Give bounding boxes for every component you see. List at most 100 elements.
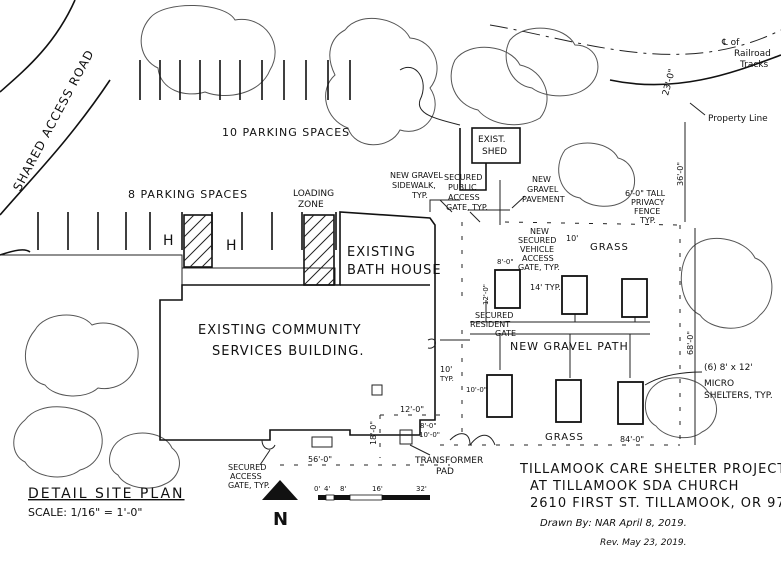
scale-bar: 0' 4' 8' 16' 32'	[314, 485, 430, 501]
property-line-label: Property Line	[708, 114, 768, 124]
tree	[25, 314, 139, 397]
tree	[109, 432, 180, 489]
micro-shelter	[617, 381, 644, 425]
scale-tick: 0'	[314, 485, 320, 493]
privacy-fence-label: PRIVACY	[631, 198, 664, 207]
gravel-sidewalk-label: TYP.	[411, 191, 428, 200]
shed-label: EXIST.	[478, 135, 506, 145]
dimension: 12'-0"	[400, 405, 424, 414]
gravel-pavement-label: PAVEMENT	[522, 195, 565, 204]
handicap-mark: H	[226, 238, 237, 254]
loading-zone-label: LOADING	[293, 189, 334, 199]
dimension: 10'	[566, 234, 578, 243]
revision: Rev. May 23, 2019.	[600, 538, 687, 548]
existing-shed: EXIST. SHED	[459, 127, 521, 191]
tree	[450, 46, 548, 126]
dimension: 10'-0"	[419, 431, 440, 439]
vehicle-gate-label: VEHICLE	[520, 245, 554, 254]
secured-gate-label: GATE, TYP.	[228, 481, 270, 490]
annotations: NEW GRAVEL SIDEWALK, TYP. SECURED PUBLIC…	[228, 171, 773, 490]
micro-shelters	[486, 269, 648, 425]
public-gate-label: SECURED	[444, 173, 482, 182]
dimension: 84'-0"	[620, 435, 644, 444]
tree	[558, 142, 636, 207]
micro-shelter	[621, 278, 648, 318]
scale-tick: 8'	[340, 485, 346, 493]
plan-scale: SCALE: 1/16" = 1'-0"	[28, 506, 143, 519]
vehicle-gate-label: NEW	[530, 227, 549, 236]
shed-label: SHED	[482, 147, 507, 157]
project-title: TILLAMOOK CARE SHELTER PROJECT	[519, 462, 781, 477]
railroad-label: Railroad	[734, 49, 771, 59]
privacy-fence-label: TYP.	[639, 216, 656, 225]
dimension: 14' TYP.	[530, 283, 561, 292]
resident-gate-label: RESIDENT	[470, 320, 510, 329]
tree	[505, 27, 599, 97]
parking-10-label: 10 PARKING SPACES	[222, 126, 350, 139]
dimension: 8'-0"	[497, 258, 514, 266]
parking-lot-top: 10 PARKING SPACES	[139, 60, 461, 139]
dimension: 18'-0"	[369, 421, 378, 445]
dimension: 10'	[440, 365, 452, 374]
gravel-sidewalk-label: SIDEWALK,	[392, 181, 436, 190]
grass-label: GRASS	[545, 432, 584, 443]
micro-shelters-label: (6) 8' x 12'	[704, 363, 753, 373]
resident-gate-label: GATE	[495, 329, 516, 338]
gravel-pavement-label: GRAVEL	[527, 185, 559, 194]
resident-gate-label: SECURED	[475, 311, 513, 320]
transformer-label: TRANSFORMER	[414, 456, 483, 466]
public-gate-label: ACCESS	[448, 193, 480, 202]
community-services-building	[159, 211, 436, 441]
transformer-label: PAD	[436, 467, 454, 477]
trees	[13, 4, 773, 489]
dimensions: 36'-0" 68'-0" 84'-0" 56'-0" 10' 18'-0" 1…	[308, 122, 696, 464]
bath-house-label: EXISTING	[347, 245, 416, 260]
railroad-and-property-line: ℄ of Railroad Tracks 23'-0" Property Lin…	[489, 24, 781, 124]
gravel-sidewalk-label: NEW GRAVEL	[390, 171, 443, 180]
vehicle-gate-label: SECURED	[518, 236, 556, 245]
parking-lot-8: 8 PARKING SPACES LOADING ZONE H H	[0, 188, 337, 286]
railroad-label: Tracks	[739, 60, 769, 70]
micro-shelter	[555, 379, 582, 423]
north-arrow: N	[262, 480, 298, 530]
public-gate-label: GATE, TYP.	[446, 203, 488, 212]
dimension: 56'-0"	[308, 455, 332, 464]
project-subtitle: AT TILLAMOOK SDA CHURCH	[530, 479, 739, 494]
tree	[325, 17, 438, 146]
scale-tick: 32'	[416, 485, 427, 493]
privacy-fence-label: 6'-0" TALL	[625, 189, 666, 198]
micro-shelters-label: MICRO	[704, 379, 734, 389]
micro-shelter	[486, 374, 513, 418]
fences	[280, 221, 681, 466]
tree	[680, 237, 773, 329]
gravel-path-label: NEW GRAVEL PATH	[510, 340, 629, 353]
handicap-mark: H	[163, 233, 174, 249]
project-address: 2610 FIRST ST. TILLAMOOK, OR 97141	[530, 496, 781, 511]
scale-tick: 4'	[324, 485, 330, 493]
bath-house-label: BATH HOUSE	[347, 263, 442, 278]
dimension: TYP.	[439, 375, 454, 383]
north-label: N	[273, 509, 288, 530]
dimension: 8'-0"	[420, 422, 437, 430]
public-gate-label: PUBLIC	[448, 183, 477, 192]
micro-shelter	[561, 275, 588, 315]
vehicle-gate-label: GATE, TYP.	[518, 263, 560, 272]
micro-shelters-label: SHELTERS, TYP.	[704, 391, 773, 401]
plan-title: DETAIL SITE PLAN	[28, 486, 185, 502]
loading-zone-label: ZONE	[298, 200, 324, 210]
grass-label: GRASS	[590, 242, 629, 253]
dimension: 12'-0"	[482, 284, 490, 305]
micro-shelter	[494, 269, 521, 309]
privacy-fence-label: FENCE	[634, 207, 660, 216]
community-building-label: SERVICES BUILDING.	[212, 344, 364, 359]
access-road-label: SHARED ACCESS ROAD	[10, 47, 97, 193]
shared-access-road: SHARED ACCESS ROAD	[0, 0, 111, 256]
dimension: 68'-0"	[686, 331, 695, 355]
secured-gate-label: SECURED	[228, 463, 266, 472]
dimension: 36'-0"	[676, 162, 685, 186]
title-block: DETAIL SITE PLAN SCALE: 1/16" = 1'-0" TI…	[28, 462, 781, 548]
vehicle-gate-label: ACCESS	[522, 254, 554, 263]
railroad-label: ℄ of	[721, 38, 740, 48]
tree	[644, 377, 717, 439]
